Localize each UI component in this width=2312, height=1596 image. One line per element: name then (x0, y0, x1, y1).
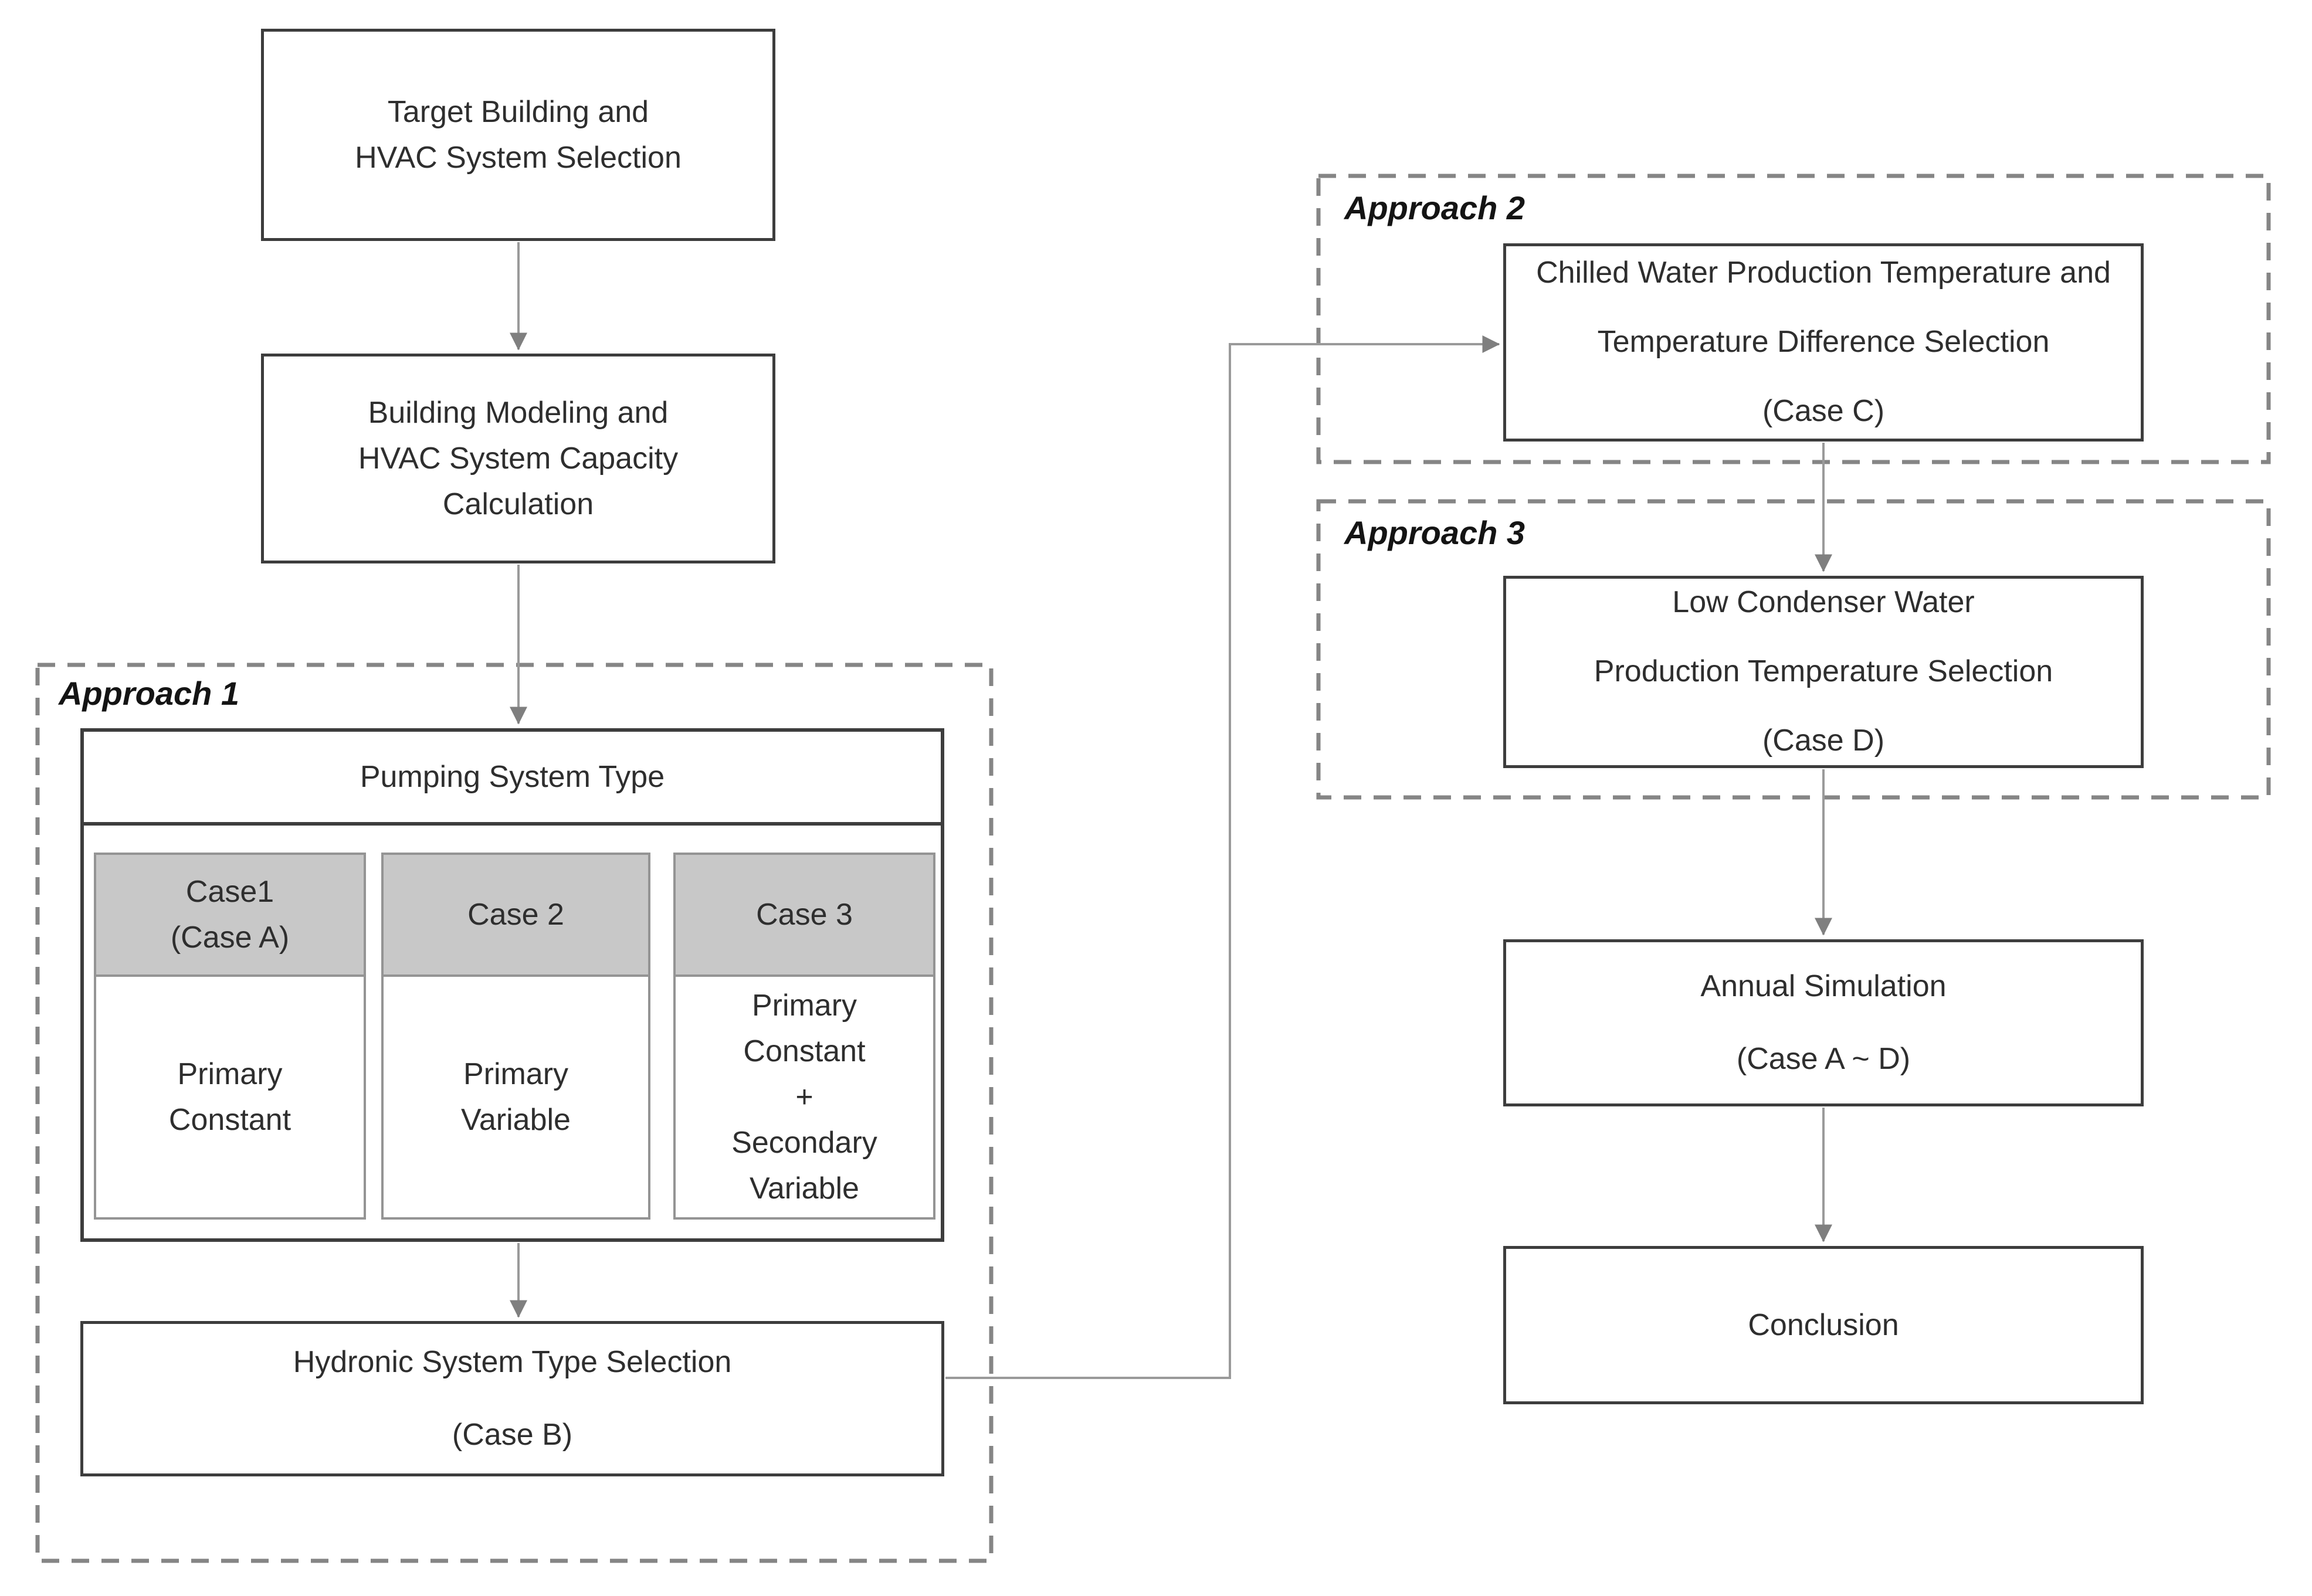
case-body-line: Constant (743, 1034, 866, 1068)
connector-hydronic-to-chilled (945, 335, 1500, 1379)
approach2-label: Approach 2 (1344, 189, 1525, 226)
approach1-label: Approach 1 (59, 675, 240, 712)
node-chilled-water: Chilled Water Production Temperature and… (1503, 243, 2144, 442)
node-target-building: Target Building and HVAC System Selectio… (261, 29, 775, 241)
node-text-line: (Case A ~ D) (1736, 1041, 1911, 1076)
node-low-condenser: Low Condenser Water Production Temperatu… (1503, 576, 2144, 768)
case3-body: Primary Constant + Secondary Variable (676, 977, 933, 1217)
case-header-line: Case 2 (467, 898, 564, 932)
case-body-line: Secondary (731, 1126, 877, 1160)
node-text-line: (Case C) (1762, 393, 1885, 428)
node-text-line: Low Condenser Water (1672, 585, 1975, 620)
case-body-line: + (795, 1080, 813, 1114)
node-hydronic-system: Hydronic System Type Selection (Case B) (80, 1321, 944, 1476)
case-header-line: (Case A) (170, 921, 290, 955)
case-body-line: Primary (463, 1057, 569, 1091)
approach3-label: Approach 3 (1344, 514, 1525, 551)
case2-header: Case 2 (384, 855, 648, 977)
node-text-line: Conclusion (1748, 1308, 1899, 1342)
pumping-header-text: Pumping System Type (360, 760, 665, 794)
case-body-line: Constant (168, 1103, 291, 1137)
case-body-line: Variable (461, 1103, 571, 1137)
node-building-modeling: Building Modeling and HVAC System Capaci… (261, 354, 775, 563)
case-body-line: Primary (751, 989, 857, 1023)
case1-body: Primary Constant (96, 977, 364, 1217)
case2-column: Case 2 Primary Variable (381, 853, 650, 1220)
node-text-line: Annual Simulation (1700, 969, 1947, 1003)
node-text-line: Temperature Difference Selection (1597, 325, 2050, 359)
node-text-line: Hydronic System Type Selection (293, 1344, 732, 1379)
case-header-line: Case1 (185, 875, 274, 909)
pumping-table-header: Pumping System Type (84, 732, 941, 826)
node-text-line: Production Temperature Selection (1594, 654, 2053, 689)
node-text-line: HVAC System Capacity (358, 442, 679, 476)
case3-column: Case 3 Primary Constant + Secondary Vari… (673, 853, 935, 1220)
case2-body: Primary Variable (384, 977, 648, 1217)
case1-column: Case1 (Case A) Primary Constant (94, 853, 366, 1220)
node-conclusion: Conclusion (1503, 1246, 2144, 1404)
node-text-line: Target Building and (387, 95, 649, 129)
node-text-line: (Case B) (452, 1417, 573, 1452)
case-header-line: Case 3 (756, 898, 853, 932)
node-text-line: (Case D) (1762, 723, 1885, 758)
case3-header: Case 3 (676, 855, 933, 977)
pumping-system-table: Pumping System Type Case1 (Case A) Prima… (80, 728, 944, 1242)
node-text-line: Calculation (442, 487, 594, 521)
node-text-line: Building Modeling and (368, 396, 669, 430)
case-body-line: Variable (750, 1171, 859, 1206)
case-body-line: Primary (177, 1057, 283, 1091)
node-annual-simulation: Annual Simulation (Case A ~ D) (1503, 939, 2144, 1106)
case1-header: Case1 (Case A) (96, 855, 364, 977)
node-text-line: HVAC System Selection (355, 141, 682, 175)
node-text-line: Chilled Water Production Temperature and (1536, 256, 2111, 290)
